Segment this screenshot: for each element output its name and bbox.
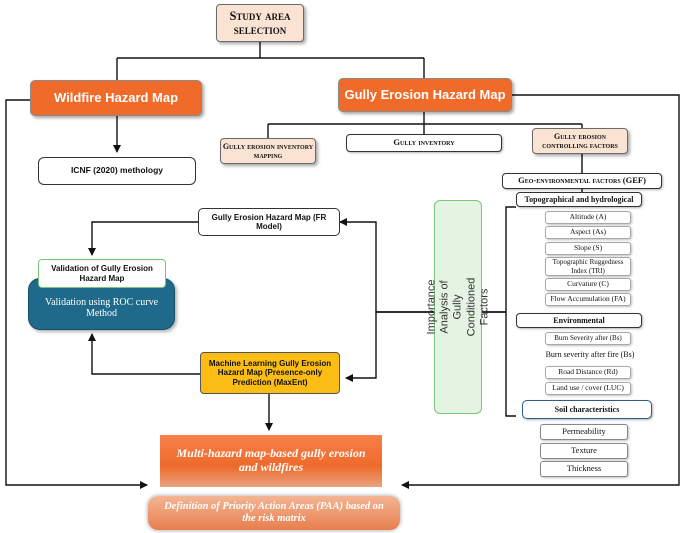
factor-curvature-label: Curvature (C) <box>567 279 609 289</box>
soil-permeability-label: Permeability <box>562 426 606 437</box>
soil-thickness: Thickness <box>540 461 628 477</box>
arrow-fr-validation <box>88 221 198 256</box>
factor-tri-label: Topographic Ruggedness Index (TRI) <box>552 258 624 275</box>
burn-severity-fire-label: Burn severity after fire (Bs) <box>545 349 635 359</box>
soil-thickness-label: Thickness <box>566 463 602 474</box>
burn-severity-fire-text: Burn severity after fire (Bs) <box>540 348 640 361</box>
factor-land-use-label: Land use / cover (LUC) <box>552 383 624 393</box>
arrow-ml-validation <box>88 333 200 375</box>
factor-altitude: Altitude (A) <box>545 211 631 224</box>
factor-road-distance-label: Road Distance (Rd) <box>558 367 618 377</box>
soil-characteristics-label: Soil characteristics <box>554 404 620 414</box>
factor-altitude-label: Altitude (A) <box>569 212 607 222</box>
environmental-box: Environmental <box>516 313 642 328</box>
topographical-label: Topographical and hydrological <box>524 194 634 204</box>
environmental-label: Environmental <box>553 315 605 325</box>
validation-title-label: Validation of Gully Erosion Hazard Map <box>51 264 153 283</box>
arrow-gully-loop <box>401 94 680 489</box>
gully-inventory-mapping-box: Gully erosion inventory mapping <box>220 138 316 164</box>
factor-curvature: Curvature (C) <box>545 278 631 291</box>
icnf-label: ICNF (2020) methology <box>70 165 164 176</box>
soil-texture: Texture <box>540 443 628 459</box>
gully-erosion-hazard-map-box: Gully Erosion Hazard Map <box>338 78 512 112</box>
multi-hazard-box: Multi-hazard map-based gully erosion and… <box>160 435 382 487</box>
paa-box: Definition of Priority Action Areas (PAA… <box>148 496 400 530</box>
topographical-box: Topographical and hydrological <box>516 192 642 207</box>
validation-body-label: Validation using ROC curve Method <box>44 296 159 320</box>
factor-burn-severity: Burn Severity after (Bs) <box>545 332 631 345</box>
factor-burn-severity-label: Burn Severity after (Bs) <box>554 334 622 343</box>
gully-inventory-label: Gully inventory <box>393 137 455 148</box>
study-area-label: Study area selection <box>229 8 291 37</box>
study-area-box: Study area selection <box>216 4 304 42</box>
gef-label: Geo-environmental factors (GEF) <box>518 175 646 186</box>
soil-texture-label: Texture <box>571 445 597 456</box>
gully-erosion-hazard-map-label: Gully Erosion Hazard Map <box>344 86 506 102</box>
importance-analysis-label: Importance Analysis of Gully Conditioned… <box>425 277 490 337</box>
validation-title-box: Validation of Gully Erosion Hazard Map <box>38 259 166 288</box>
factor-aspect: Aspect (As) <box>545 226 631 239</box>
gef-box: Geo-environmental factors (GEF) <box>502 173 662 189</box>
gully-controlling-factors-label: Gully erosion controlling factors <box>542 131 618 150</box>
gully-inventory-box: Gully inventory <box>346 134 502 152</box>
factor-aspect-label: Aspect (As) <box>569 227 607 237</box>
gully-inventory-mapping-label: Gully erosion inventory mapping <box>222 141 314 160</box>
factor-land-use: Land use / cover (LUC) <box>545 382 631 395</box>
factor-flow-accumulation-label: Flow Accumulation (FA) <box>550 294 626 304</box>
factor-flow-accumulation: Flow Accumulation (FA) <box>545 293 631 306</box>
factor-road-distance: Road Distance (Rd) <box>545 366 631 379</box>
factor-slope: Slope (S) <box>545 242 631 255</box>
soil-permeability: Permeability <box>540 424 628 440</box>
gully-controlling-factors-box: Gully erosion controlling factors <box>532 128 628 154</box>
factor-bracket <box>505 206 516 417</box>
multi-hazard-label: Multi-hazard map-based gully erosion and… <box>176 446 366 474</box>
paa-label: Definition of Priority Action Areas (PAA… <box>164 500 384 524</box>
wildfire-hazard-map-box: Wildfire Hazard Map <box>30 80 202 116</box>
fr-model-label: Gully Erosion Hazard Map (FR Model) <box>211 212 327 231</box>
fr-model-box: Gully Erosion Hazard Map (FR Model) <box>198 208 340 236</box>
factor-tri: Topographic Ruggedness Index (TRI) <box>545 257 631 276</box>
factor-slope-label: Slope (S) <box>573 243 603 253</box>
wildfire-hazard-map-label: Wildfire Hazard Map <box>53 89 179 105</box>
icnf-box: ICNF (2020) methology <box>38 157 196 185</box>
ml-hazard-map-label: Machine Learning Gully Erosion Hazard Ma… <box>208 359 332 387</box>
importance-analysis-box: Importance Analysis of Gully Conditioned… <box>425 200 490 414</box>
soil-characteristics-box: Soil characteristics <box>522 400 652 419</box>
ml-hazard-map-box: Machine Learning Gully Erosion Hazard Ma… <box>200 352 340 394</box>
arrow-wildfire-loop <box>5 99 148 489</box>
